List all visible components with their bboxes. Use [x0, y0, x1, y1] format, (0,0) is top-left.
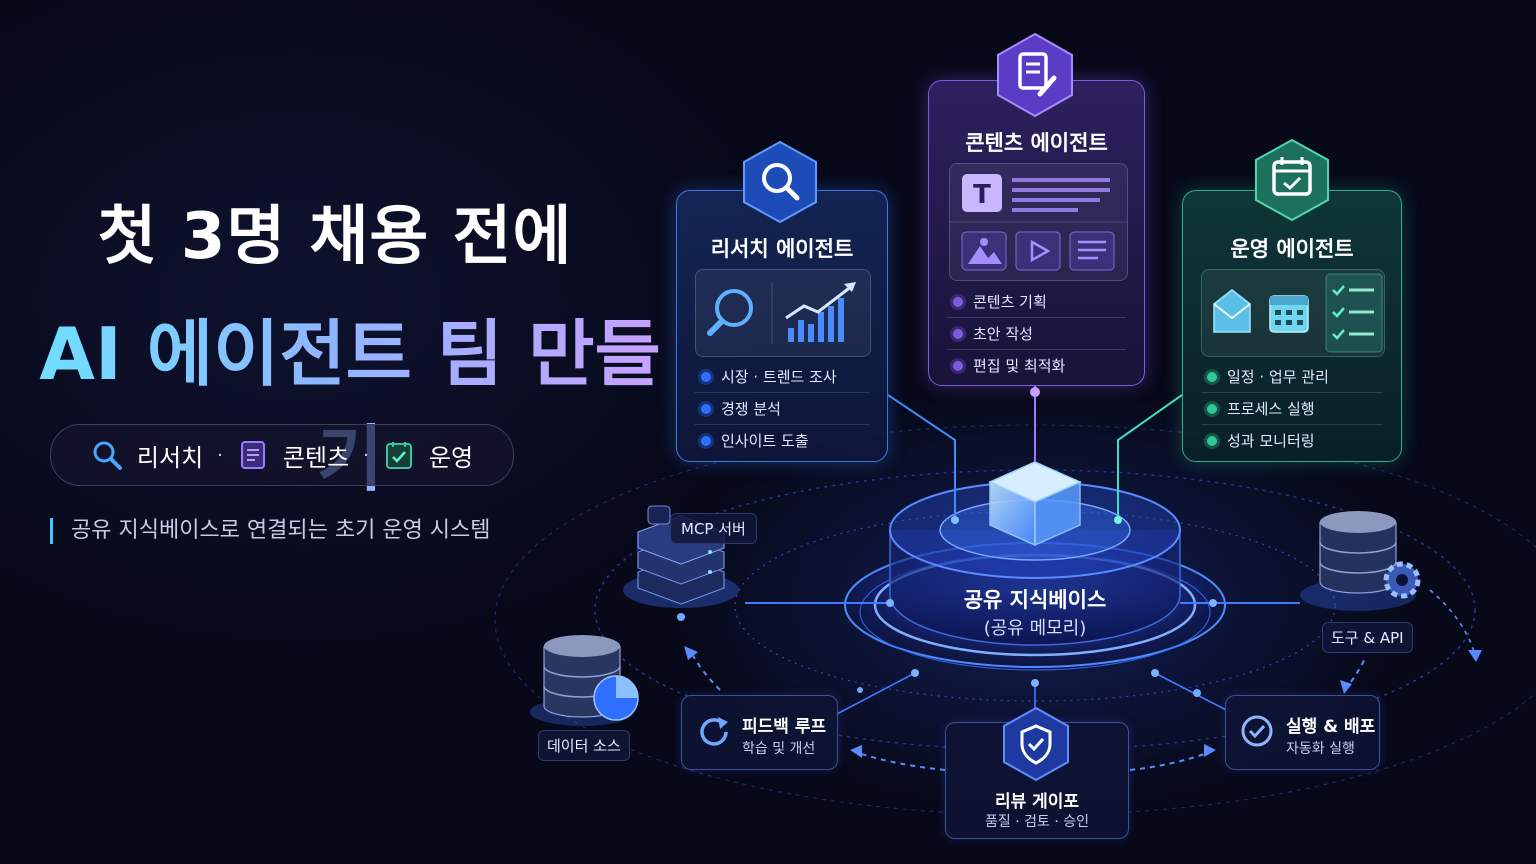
analytics-icon — [707, 282, 856, 344]
list-item: 프로세스 실행 — [1201, 393, 1383, 425]
tools-api-label: 도구 & API — [1322, 622, 1413, 653]
research-agent-card: 리서치 에이전트 시장 · 트렌드 조사 경쟁 분석 인사이트 도출 — [676, 190, 888, 462]
list-item: 일정 · 업무 관리 — [1201, 361, 1383, 393]
calendar-icon — [1255, 138, 1329, 222]
list-item: 시장 · 트렌드 조사 — [695, 361, 869, 393]
list-item: 경쟁 분석 — [695, 393, 869, 425]
feedback-loop-title: 피드백 루프 — [742, 717, 827, 737]
deploy-box: 실행 & 배포 자동화 실행 — [1225, 695, 1380, 770]
ops-agent-card: 운영 에이전트 일정 · 업무 관리 프로세스 실행 성과 모니터링 — [1182, 190, 1402, 462]
research-visual-panel — [695, 269, 871, 357]
review-gate-title: 리뷰 게이포 — [994, 792, 1080, 812]
content-visual-panel: T — [949, 163, 1128, 281]
list-item: 초안 작성 — [947, 318, 1126, 350]
content-task-list: 콘텐츠 기획 초안 작성 편집 및 최적화 — [947, 286, 1126, 381]
research-agent-title: 리서치 에이전트 — [710, 237, 854, 261]
subtitle: 공유 지식베이스로 연결되는 초기 운영 시스템 — [50, 518, 491, 544]
database-gear-icon — [1300, 511, 1421, 611]
review-gate-subtitle: 품질 · 검토 · 승인 — [985, 814, 1089, 830]
server-stack-icon — [623, 505, 739, 608]
media-layout-icon: T — [950, 174, 1127, 271]
content-agent-card: 콘텐츠 에이전트 T 콘텐츠 기획 초안 작성 — [928, 80, 1145, 386]
search-icon — [91, 439, 123, 471]
ops-task-list: 일정 · 업무 관리 프로세스 실행 성과 모니터링 — [1201, 361, 1383, 456]
research-task-list: 시장 · 트렌드 조사 경쟁 분석 인사이트 도출 — [695, 361, 869, 456]
agent-category-pill: 리서치 · 콘텐츠 · 운영 — [50, 424, 514, 486]
knowledge-base-title: 공유 지식베이스 — [963, 588, 1107, 612]
shield-check-icon — [1003, 706, 1069, 782]
content-agent-title: 콘텐츠 에이전트 — [965, 131, 1108, 155]
document-icon — [237, 439, 269, 471]
database-icon — [530, 635, 639, 726]
check-circle-icon — [1241, 715, 1273, 747]
list-item: 콘텐츠 기획 — [947, 286, 1126, 318]
checkbox-icon — [383, 439, 415, 471]
deploy-subtitle: 자동화 실행 — [1286, 741, 1355, 757]
list-item: 성과 모니터링 — [1201, 425, 1383, 456]
feedback-loop-subtitle: 학습 및 개선 — [742, 741, 816, 757]
svg-text:T: T — [973, 180, 991, 210]
knowledge-base-subtitle: (공유 메모리) — [983, 618, 1087, 639]
refresh-icon — [700, 717, 728, 746]
ops-tools-icon — [1213, 273, 1383, 353]
list-item: 편집 및 최적화 — [947, 350, 1126, 381]
ops-visual-panel — [1201, 269, 1385, 357]
feedback-loop-box: 피드백 루프 학습 및 개선 — [681, 695, 838, 770]
list-item: 인사이트 도출 — [695, 425, 869, 456]
pill-item-content: 콘텐츠 — [282, 443, 350, 472]
ops-agent-title: 운영 에이전트 — [1230, 237, 1354, 261]
mcp-server-label: MCP 서버 — [670, 513, 757, 544]
pill-separator: · — [217, 444, 223, 466]
search-icon — [743, 140, 817, 224]
data-source-label: 데이터 소스 — [538, 730, 630, 761]
document-edit-icon — [997, 32, 1073, 118]
pill-item-ops: 운영 — [428, 443, 474, 472]
pill-separator: · — [363, 444, 369, 466]
headline-line1: 첫 3명 채용 전에 — [97, 200, 573, 274]
deploy-title: 실행 & 배포 — [1286, 717, 1376, 737]
pill-item-research: 리서치 — [136, 443, 204, 472]
